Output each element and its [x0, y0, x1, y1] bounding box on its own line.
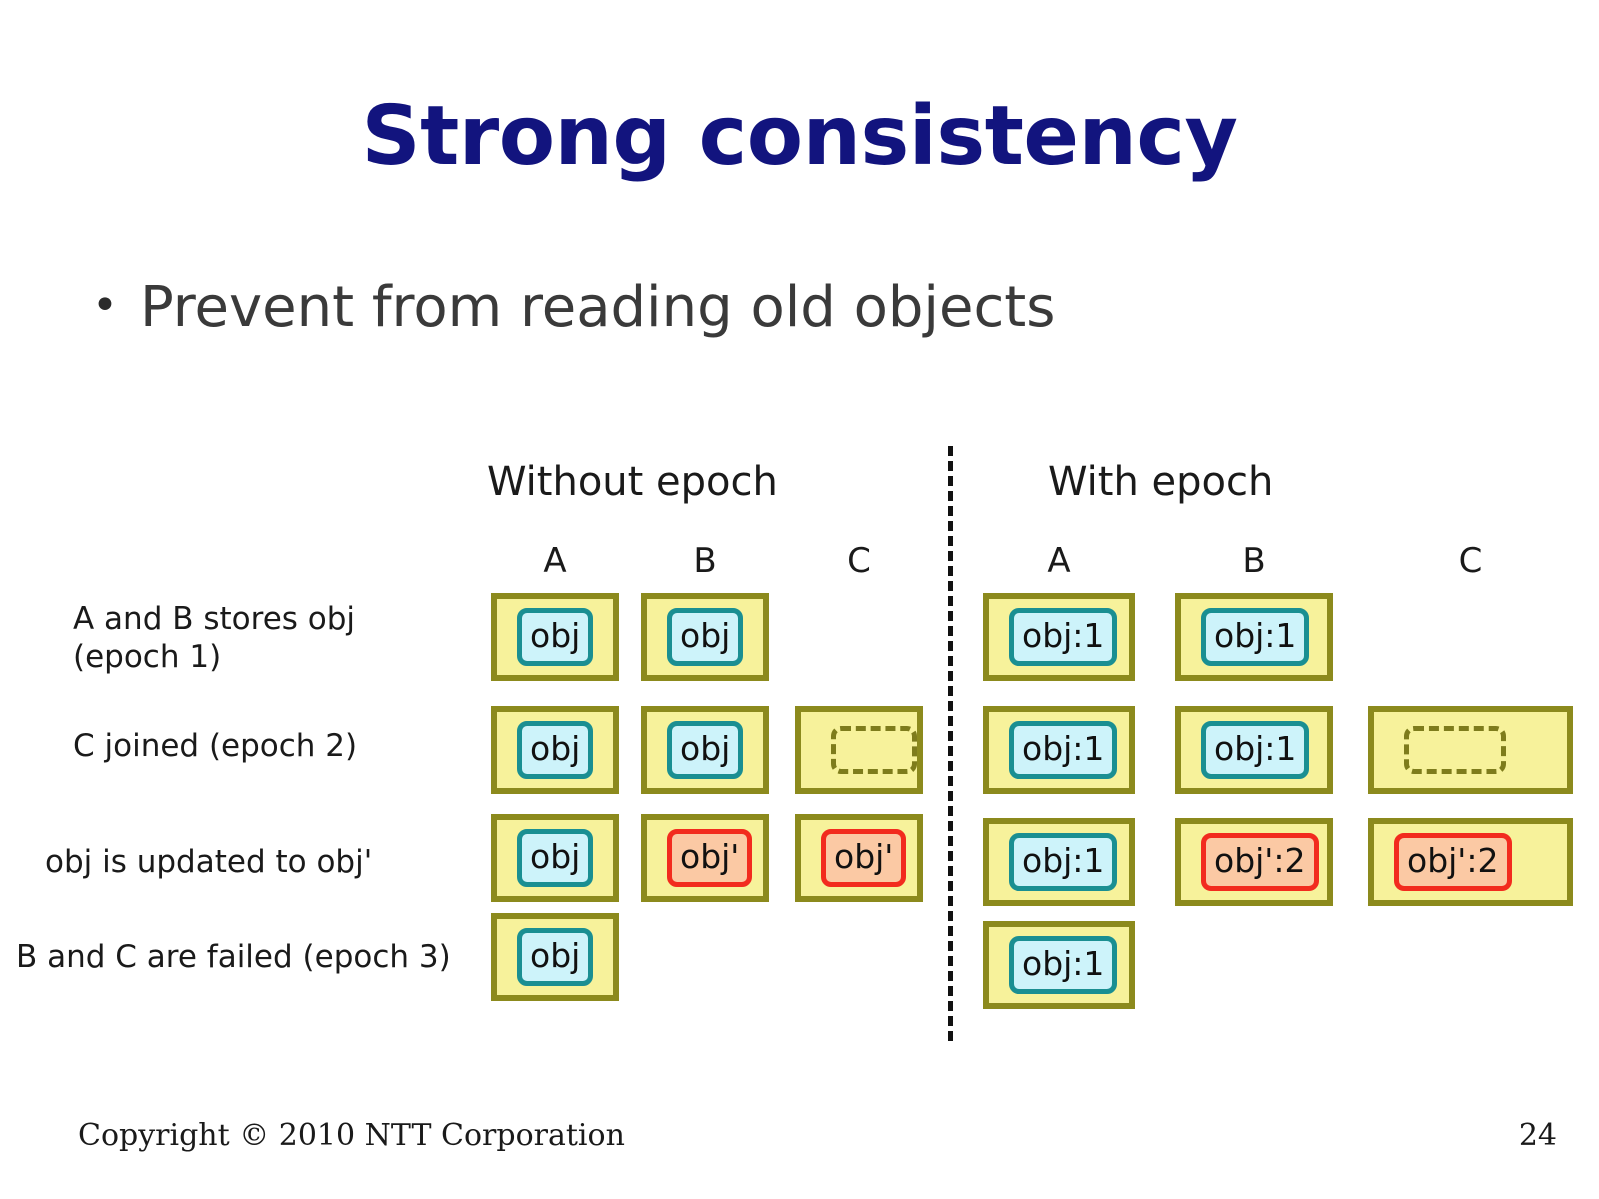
bullet-text: Prevent from reading old objects — [139, 275, 1056, 340]
page-title: Strong consistency — [361, 89, 1238, 184]
node-box-left-r1-b: obj — [641, 593, 769, 681]
row-label-4: B and C are failed (epoch 3) — [16, 939, 451, 975]
node-box-left-r3-b: obj' — [641, 814, 769, 902]
row-label-2: C joined (epoch 2) — [73, 728, 358, 764]
column-header-left-a: A — [543, 541, 567, 581]
node-box-right-r2-b: obj:1 — [1175, 706, 1333, 794]
bullet-item: • Prevent from reading old objects — [92, 278, 1055, 338]
object-chip: obj:1 — [1201, 608, 1310, 666]
panel-title-with-epoch: With epoch — [1048, 459, 1274, 505]
footer-copyright: Copyright © 2010 NTT Corporation — [78, 1118, 625, 1153]
object-chip: obj:1 — [1009, 608, 1118, 666]
row-label-3: obj is updated to obj' — [45, 844, 373, 880]
empty-object-placeholder — [831, 726, 917, 774]
node-box-right-r1-a: obj:1 — [983, 593, 1135, 681]
object-chip: obj — [517, 928, 594, 986]
node-box-left-r4-a: obj — [491, 913, 619, 1001]
empty-object-placeholder — [1404, 726, 1506, 774]
object-chip: obj:1 — [1009, 721, 1118, 779]
object-chip: obj — [517, 829, 594, 887]
column-header-right-c: C — [1458, 541, 1483, 581]
object-chip: obj — [667, 608, 744, 666]
panel-title-without-epoch: Without epoch — [487, 459, 778, 505]
object-chip: obj:1 — [1201, 721, 1310, 779]
slide-page-number: 24 — [1518, 1118, 1557, 1153]
node-box-right-r3-b: obj':2 — [1175, 818, 1333, 906]
object-chip: obj — [667, 721, 744, 779]
node-box-left-r3-c: obj' — [795, 814, 923, 902]
column-header-right-b: B — [1242, 541, 1266, 581]
object-chip-updated: obj' — [667, 829, 753, 887]
node-box-right-r3-a: obj:1 — [983, 818, 1135, 906]
object-chip: obj:1 — [1009, 833, 1118, 891]
object-chip: obj — [517, 721, 594, 779]
node-box-left-r1-a: obj — [491, 593, 619, 681]
node-box-left-r2-c — [795, 706, 923, 794]
panel-divider — [948, 446, 953, 1041]
node-box-right-r2-a: obj:1 — [983, 706, 1135, 794]
node-box-right-r4-a: obj:1 — [983, 921, 1135, 1009]
object-chip: obj:1 — [1009, 936, 1118, 994]
node-box-right-r1-b: obj:1 — [1175, 593, 1333, 681]
column-header-right-a: A — [1047, 541, 1071, 581]
object-chip-updated: obj' — [821, 829, 907, 887]
node-box-right-r2-c — [1368, 706, 1573, 794]
object-chip-updated: obj':2 — [1201, 833, 1319, 891]
object-chip-updated: obj':2 — [1394, 833, 1512, 891]
object-chip: obj — [517, 608, 594, 666]
node-box-left-r3-a: obj — [491, 814, 619, 902]
column-header-left-b: B — [693, 541, 717, 581]
row-label-1: A and B stores obj (epoch 1) — [73, 601, 356, 675]
node-box-left-r2-b: obj — [641, 706, 769, 794]
bullet-marker-icon: • — [92, 280, 118, 331]
column-header-left-c: C — [847, 541, 871, 581]
node-box-left-r2-a: obj — [491, 706, 619, 794]
node-box-right-r3-c: obj':2 — [1368, 818, 1573, 906]
